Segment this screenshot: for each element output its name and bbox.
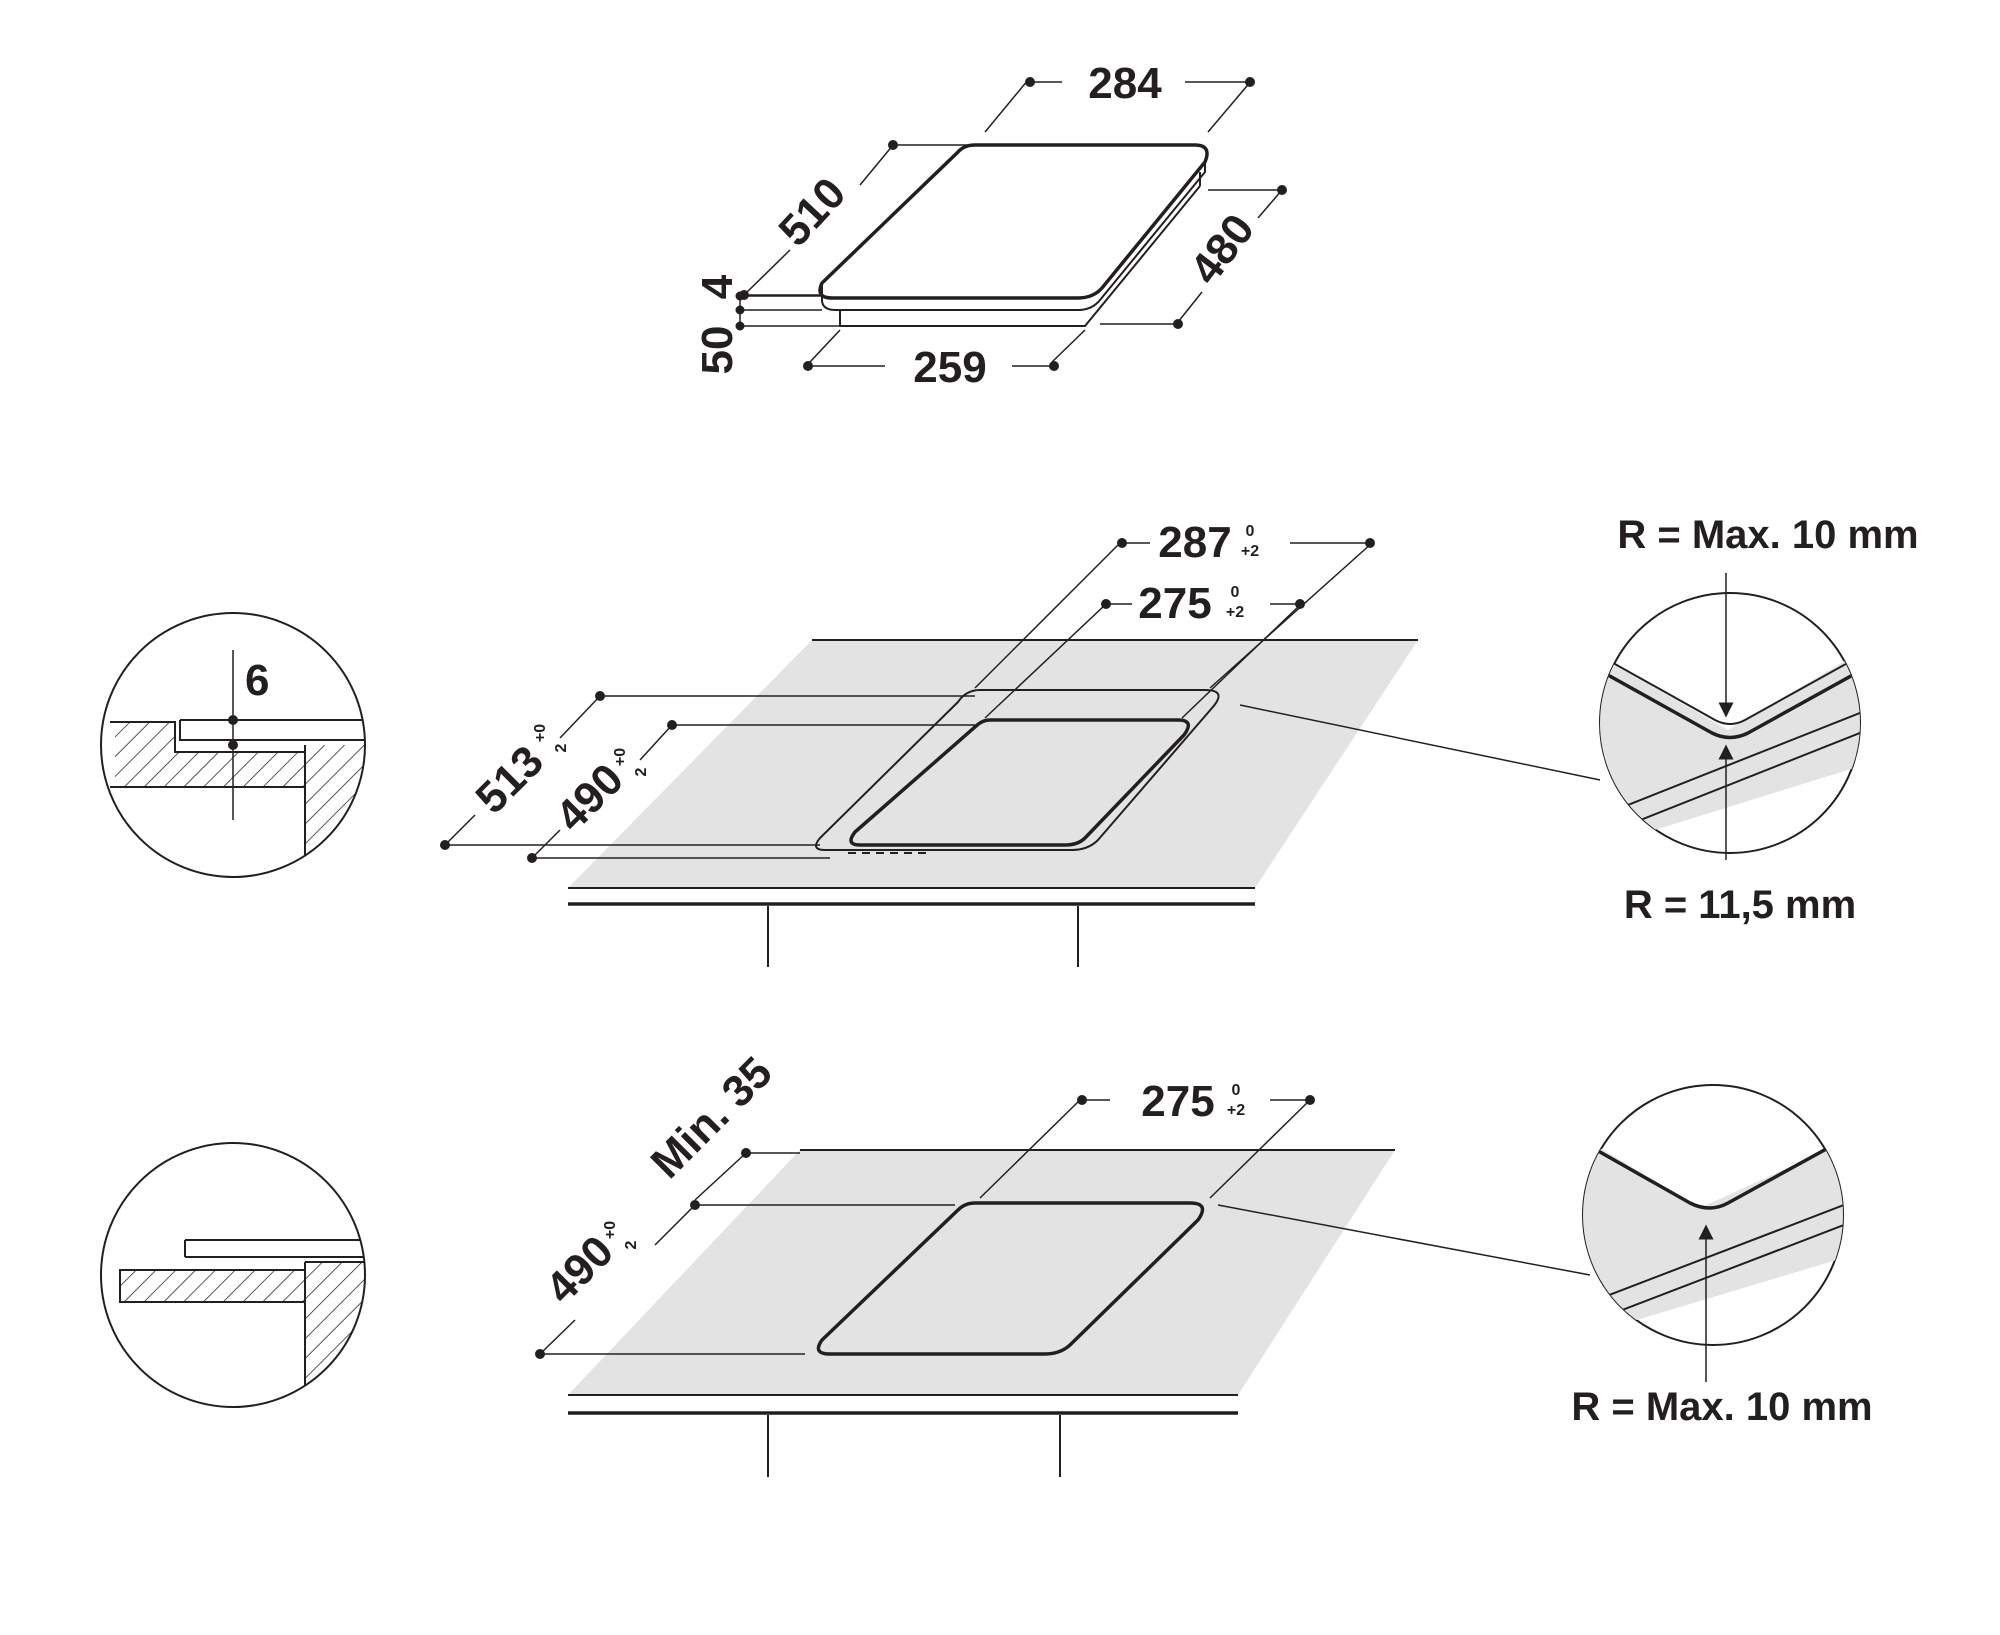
standard-cutout [816,1201,1205,1356]
dim-513-tol-b: 2 [553,743,570,752]
dim-490-standard-tol-a: +0 [602,1221,619,1239]
worktop-standard [568,1150,1395,1395]
dim-513-label: 513 [466,736,553,823]
corner-radius-detail-standard: R = Max. 10 mm [1571,1084,1873,1429]
dim-4-label: 4 [693,274,742,299]
dim-480-label: 480 [1181,205,1264,293]
hob-glass-edge [821,162,1206,311]
dim-287-label: 287 [1158,518,1231,567]
dim-275-standard: 275 0 +2 [979,1077,1315,1199]
dim-50-label: 50 [693,326,742,375]
dim-287: 287 0 +2 [974,518,1375,689]
dim-284-label: 284 [1088,59,1162,108]
radius-max-standard-label: R = Max. 10 mm [1571,1385,1872,1429]
dim-513-tol-a: +0 [532,724,549,742]
dim-min35-label: Min. 35 [642,1048,782,1188]
flush-mount-section: 287 0 +2 275 0 +2 513 +0 2 [100,513,1919,967]
dim-490-standard-tol-b: 2 [623,1240,640,1249]
dim-275-standard-tol-bottom: +2 [1227,1102,1245,1119]
dim-275-flush-label: 275 [1138,579,1211,628]
dim-275-flush-tol-top: 0 [1231,584,1240,601]
hob-glass-top [818,143,1209,300]
dim-275-standard-label: 275 [1141,1077,1214,1126]
standard-mount-section: Min. 35 275 0 +2 490 +0 2 [100,1048,1873,1477]
radius-inner-label: R = 11,5 mm [1624,883,1856,927]
radius-max-flush-label: R = Max. 10 mm [1617,513,1918,557]
dim-275-flush-tol-bottom: +2 [1226,604,1244,621]
dim-259: 259 [803,329,1086,392]
dim-259-label: 259 [913,343,986,392]
dim-287-tol-top: 0 [1246,523,1255,540]
dim-510-label: 510 [769,169,855,256]
worktop-flush [568,640,1418,888]
rebate-cutout [815,689,1220,851]
dim-287-tol-bottom: +2 [1241,543,1259,560]
corner-radius-detail-flush: R = Max. 10 mm R = 11,5 mm [1599,513,1919,927]
dim-490-flush-tol-a: +0 [612,748,629,766]
dim-490-flush-tol-b: 2 [633,767,650,776]
rebate-detail-circle: 6 [100,612,366,878]
hob-product-view: 284 510 480 [693,59,1287,392]
inner-cutout [849,718,1191,847]
surface-mount-detail-circle [100,1142,366,1408]
dim-275-flush: 275 0 +2 [984,579,1305,719]
rebate-depth-label: 6 [245,656,269,705]
dim-510: 510 [739,140,975,300]
dim-490-flush-label: 490 [546,754,633,841]
dim-284: 284 [984,59,1255,133]
dim-275-standard-tol-top: 0 [1232,1082,1241,1099]
hob-body [839,185,1201,327]
dim-height: 4 50 [693,274,840,374]
